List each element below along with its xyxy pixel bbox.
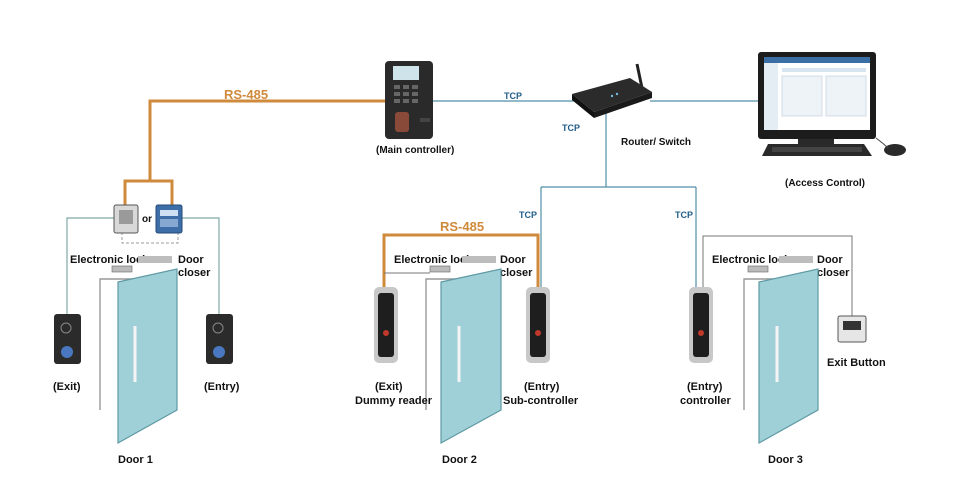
door1-entry-reader bbox=[206, 314, 233, 364]
door1-exit-label: (Exit) bbox=[53, 381, 81, 393]
door1-entry-wire bbox=[182, 217, 220, 314]
door1-lock-label: Electronic lock bbox=[70, 254, 149, 266]
door2-exit-reader bbox=[374, 287, 398, 363]
tcp-label-door2: TCP bbox=[519, 210, 537, 220]
door3-entry-line1: (Entry) bbox=[687, 381, 723, 393]
or-text: or bbox=[142, 214, 152, 225]
door1-closer bbox=[138, 256, 172, 263]
rs485-line-top bbox=[123, 99, 385, 205]
router-device bbox=[572, 63, 652, 118]
main-controller-label: (Main controller) bbox=[376, 145, 454, 156]
door1-exit-reader bbox=[54, 314, 81, 364]
rs485-label-top: RS-485 bbox=[224, 87, 268, 102]
pc-mouse bbox=[875, 137, 906, 156]
door2-entry-reader bbox=[526, 287, 550, 363]
door2-glass bbox=[440, 268, 502, 445]
door2-entry-line2: Sub-controller bbox=[503, 395, 579, 407]
door3-lock bbox=[747, 265, 769, 273]
pc-monitor bbox=[758, 52, 876, 145]
door3-closer bbox=[779, 256, 813, 263]
door2-closer bbox=[462, 256, 496, 263]
door2-closer-line1: Door bbox=[500, 254, 526, 266]
door2-exit-line2: Dummy reader bbox=[355, 395, 433, 407]
main-controller-device bbox=[385, 61, 433, 139]
door1-closer-line2: closer bbox=[178, 267, 211, 279]
door3-glass bbox=[758, 268, 819, 445]
door2-entry-line1: (Entry) bbox=[524, 381, 560, 393]
tcp-label-main: TCP bbox=[504, 91, 522, 101]
door3-exit-button bbox=[837, 315, 867, 343]
door1-closer-line1: Door bbox=[178, 254, 204, 266]
tcp-label-router: TCP bbox=[562, 123, 580, 133]
door1-module-a bbox=[113, 204, 139, 234]
door1-module-b bbox=[155, 204, 183, 234]
router-label: Router/ Switch bbox=[621, 137, 691, 148]
access-control-label: (Access Control) bbox=[785, 178, 865, 189]
door2-lock-label: Electronic lock bbox=[394, 254, 473, 266]
door3-lock-label: Electronic lock bbox=[712, 254, 791, 266]
door1-lock bbox=[111, 265, 133, 273]
door3-entry-reader bbox=[689, 287, 713, 363]
door2-closer-line2: closer bbox=[500, 267, 533, 279]
rs485-line-door2 bbox=[382, 233, 540, 287]
door1-name: Door 1 bbox=[118, 454, 153, 466]
door3-wire bbox=[702, 235, 853, 316]
door3-closer-line2: closer bbox=[817, 267, 850, 279]
door2-lock bbox=[429, 265, 451, 273]
door1-exit-wire bbox=[66, 217, 114, 314]
door3-closer-line1: Door bbox=[817, 254, 843, 266]
door1-entry-label: (Entry) bbox=[204, 381, 240, 393]
rs485-label-door2: RS-485 bbox=[440, 219, 484, 234]
door1-glass bbox=[117, 268, 178, 445]
tcp-line-branch bbox=[540, 108, 697, 287]
door3-name: Door 3 bbox=[768, 454, 803, 466]
door3-entry-line2: controller bbox=[680, 395, 731, 407]
tcp-label-door3: TCP bbox=[675, 210, 693, 220]
door2-name: Door 2 bbox=[442, 454, 477, 466]
pc-keyboard bbox=[762, 144, 872, 156]
door2-exit-line1: (Exit) bbox=[375, 381, 403, 393]
door1-lock-wire bbox=[121, 232, 179, 244]
door3-exit-button-label: Exit Button bbox=[827, 357, 886, 369]
